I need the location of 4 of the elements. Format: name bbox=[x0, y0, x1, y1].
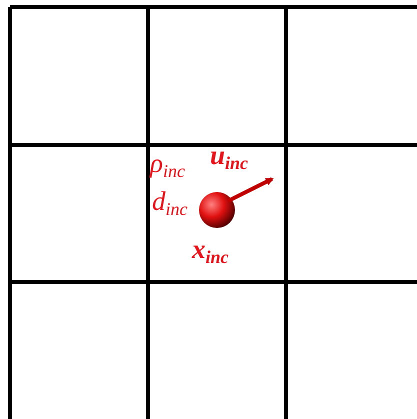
symbol-label: ρ$_{inc}$ bbox=[150, 150, 185, 180]
symbol-label: d$_{inc}$ bbox=[152, 188, 188, 218]
symbol-label: u$_{inc}$ bbox=[210, 142, 248, 172]
symbol-label: x$_{inc}$ bbox=[192, 236, 229, 266]
